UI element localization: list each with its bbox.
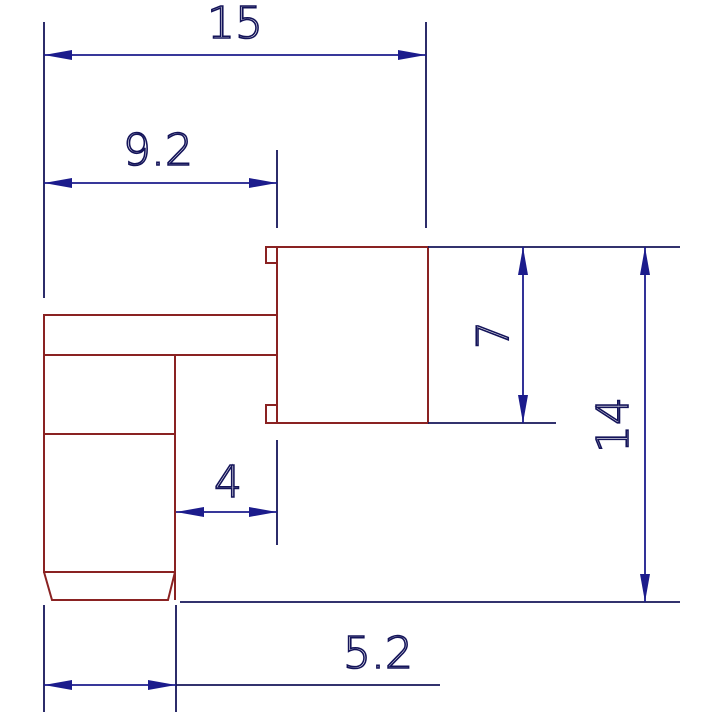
arrowhead [44, 178, 72, 188]
arrowhead [249, 507, 277, 517]
arrowhead [518, 247, 528, 275]
top-notch [265, 246, 277, 264]
dimension-lines [44, 50, 650, 690]
arrowhead [176, 507, 204, 517]
arrowhead [640, 574, 650, 602]
arrowhead [640, 247, 650, 275]
dim-label-14: 14 [588, 397, 639, 453]
extension-lines [43, 22, 680, 712]
arrowhead [398, 50, 426, 60]
arrowhead [44, 680, 72, 690]
dimension-labels: 15 9.2 4 5.2 7 14 [122, 0, 640, 680]
arrowhead [148, 680, 176, 690]
dim-label-5-2: 5.2 [343, 628, 413, 679]
arrowhead [249, 178, 277, 188]
bottom-chamfer [43, 571, 176, 601]
part-outline [43, 246, 429, 601]
dim-label-15: 15 [207, 0, 263, 49]
dim-label-7: 7 [468, 321, 519, 349]
arrowhead [518, 395, 528, 423]
pin-outline [276, 246, 429, 424]
dim-label-9-2: 9.2 [123, 125, 193, 176]
dim-label-4: 4 [214, 457, 242, 508]
left-body-outline [43, 314, 278, 600]
bottom-notch [265, 404, 277, 424]
arrowhead [44, 50, 72, 60]
